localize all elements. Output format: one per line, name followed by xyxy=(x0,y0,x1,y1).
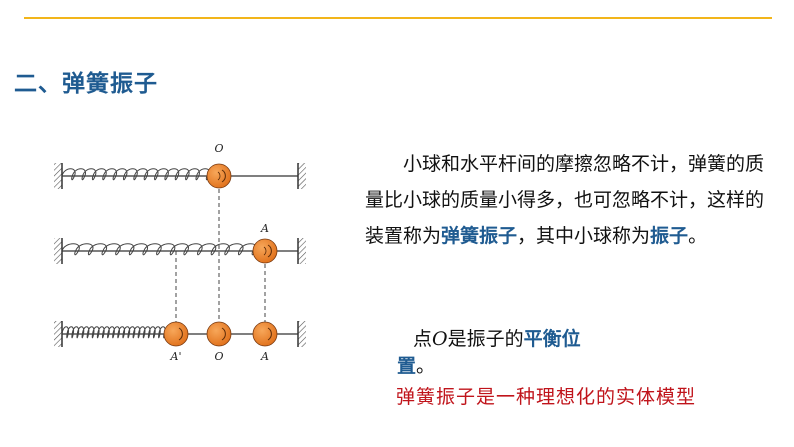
row-stretched: A xyxy=(54,222,306,264)
ball-a-bottom xyxy=(252,321,278,347)
spring-oscillator-figure: O A A' xyxy=(54,142,306,363)
equilibrium-paragraph: 点O是振子的平衡位 置。 xyxy=(397,326,657,380)
term-oscillator: 振子 xyxy=(650,225,689,247)
spring xyxy=(61,326,166,339)
right-wall xyxy=(298,238,306,264)
eq-point-o: O xyxy=(432,328,448,350)
spring xyxy=(61,168,211,181)
ball-o-bottom xyxy=(206,321,232,347)
row-positions: A' O A xyxy=(54,321,306,363)
eq-text-end: 。 xyxy=(416,355,436,377)
paragraph-text-3: 。 xyxy=(688,225,708,247)
label-o-top: O xyxy=(214,142,223,155)
label-a-bottom: A xyxy=(260,350,269,363)
row-equilibrium: O xyxy=(54,142,306,189)
paragraph-text-1: 小球和水平杆间的摩擦忽略不计，弹簧的质量比小球的质量小得多，也可忽略不计，这样的… xyxy=(365,153,765,247)
label-o-bottom: O xyxy=(214,350,223,363)
eq-text-before: 点 xyxy=(413,328,433,350)
term-equilibrium-1: 平衡位 xyxy=(523,328,581,350)
label-a-middle: A xyxy=(260,222,269,235)
description-paragraph: 小球和水平杆间的摩擦忽略不计，弹簧的质量比小球的质量小得多，也可忽略不计，这样的… xyxy=(365,146,765,254)
term-spring-oscillator: 弹簧振子 xyxy=(441,225,518,247)
left-wall xyxy=(54,321,62,347)
eq-text-mid: 是振子的 xyxy=(447,328,524,350)
left-wall xyxy=(54,238,62,264)
right-wall xyxy=(298,321,306,347)
spring xyxy=(61,243,258,256)
left-wall xyxy=(54,163,62,189)
label-a-prime: A' xyxy=(170,350,182,363)
ball-a xyxy=(252,238,278,264)
paragraph-text-2: ，其中小球称为 xyxy=(517,225,651,247)
top-accent-bar xyxy=(24,17,772,19)
section-title: 二、弹簧振子 xyxy=(14,71,158,97)
ball-o xyxy=(206,163,232,189)
right-wall xyxy=(298,163,306,189)
model-note: 弹簧振子是一种理想化的实体模型 xyxy=(396,386,697,408)
ball-a-prime xyxy=(163,321,189,347)
term-equilibrium-2: 置 xyxy=(397,355,417,377)
